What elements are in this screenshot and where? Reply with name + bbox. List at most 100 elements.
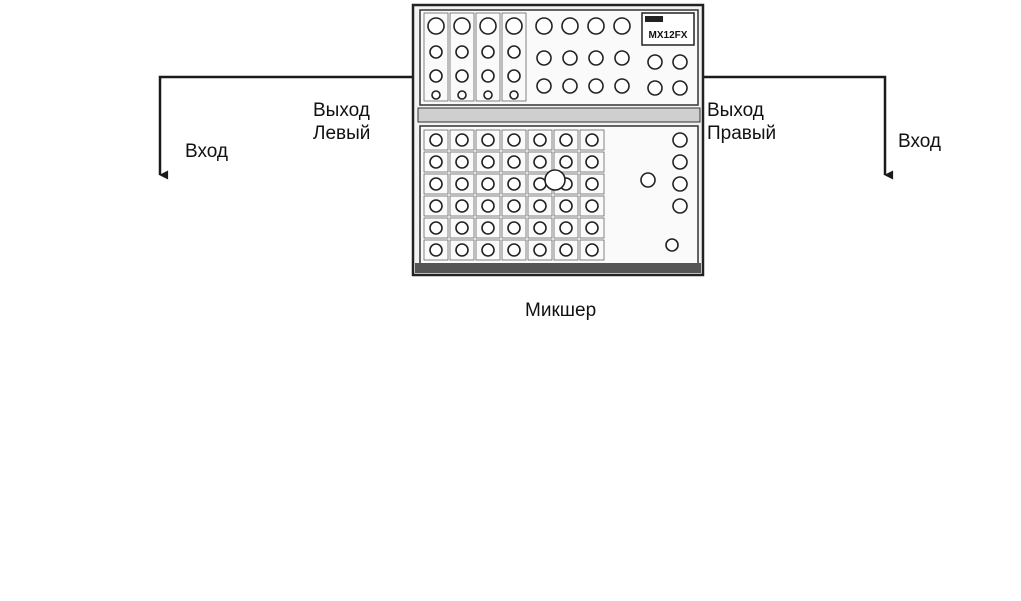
- mixer-knob: [507, 177, 521, 191]
- mixer-cell: [475, 239, 501, 261]
- right-input-label: Вход: [898, 131, 941, 152]
- mixer-knob: [429, 221, 443, 235]
- mixer-knob: [672, 132, 688, 148]
- mixer-knob: [561, 17, 579, 35]
- mixer-knob: [427, 17, 445, 35]
- mixer-cell: [553, 217, 579, 239]
- mixer-cell: [449, 151, 475, 173]
- mixer-knob: [585, 199, 599, 213]
- mixer-knob: [455, 221, 469, 235]
- mixer-knob: [559, 221, 573, 235]
- left-input-label: Вход: [185, 141, 228, 162]
- mixer-cell: [501, 129, 527, 151]
- left-output-line1: Выход: [313, 100, 370, 121]
- left-output-line2: Левый: [313, 123, 371, 144]
- mixer-knob: [533, 221, 547, 235]
- mixer-knob: [481, 133, 495, 147]
- mixer-knob: [647, 80, 663, 96]
- mixer-knob: [672, 176, 688, 192]
- mixer-cell: [501, 173, 527, 195]
- mixer-cell: [579, 173, 605, 195]
- mixer-knob: [533, 177, 547, 191]
- mixer-knob: [672, 80, 688, 96]
- mixer-knob: [588, 50, 604, 66]
- mixer-knob: [536, 78, 552, 94]
- mixer-controls: [423, 12, 688, 261]
- mixer-cell: [501, 151, 527, 173]
- mixer-knob: [429, 199, 443, 213]
- mixer-knob: [429, 155, 443, 169]
- mixer-knob: [429, 177, 443, 191]
- mixer-cell: [579, 217, 605, 239]
- mixer-knob: [507, 155, 521, 169]
- mixer-knob: [429, 69, 443, 83]
- mixer-knob: [585, 243, 599, 257]
- mixer-cell: [579, 151, 605, 173]
- mixer-cell: [475, 12, 501, 102]
- mixer-knob: [672, 54, 688, 70]
- mixer-cell: [501, 239, 527, 261]
- mixer-cell: [423, 173, 449, 195]
- mixer-knob: [559, 243, 573, 257]
- mixer-knob: [614, 50, 630, 66]
- mixer-knob: [483, 90, 493, 100]
- mixer-cell: [475, 195, 501, 217]
- mixer-cell: [553, 129, 579, 151]
- mixer-cell: [501, 217, 527, 239]
- mixer-knob: [507, 221, 521, 235]
- mixer-knob: [509, 90, 519, 100]
- mixer-cell: [501, 195, 527, 217]
- mixer-knob: [481, 243, 495, 257]
- mixer-knob: [533, 133, 547, 147]
- mixer-cell: [475, 129, 501, 151]
- mixer-cell: [501, 12, 527, 102]
- mixer-knob: [585, 133, 599, 147]
- mixer-cell: [423, 239, 449, 261]
- mixer-knob: [647, 54, 663, 70]
- mixer-knob: [588, 78, 604, 94]
- mixer-knob: [481, 199, 495, 213]
- mixer-cell: [475, 151, 501, 173]
- right-output-line2: Правый: [707, 123, 777, 144]
- mixer-knob: [453, 17, 471, 35]
- mixer-knob: [481, 69, 495, 83]
- mixer-cell: [579, 129, 605, 151]
- mixer-knob: [457, 90, 467, 100]
- mixer-cell: [579, 195, 605, 217]
- mixer-knob: [455, 177, 469, 191]
- mixer-cell: [449, 173, 475, 195]
- mixer-cell: [423, 129, 449, 151]
- mixer-knob: [507, 243, 521, 257]
- mixer-knob: [455, 243, 469, 257]
- mixer-cell: [553, 195, 579, 217]
- mixer-cell: [449, 129, 475, 151]
- left-output-label: Выход Левый: [313, 99, 370, 145]
- mixer-knob: [429, 45, 443, 59]
- mixer-cell: [553, 239, 579, 261]
- mixer-knob: [585, 221, 599, 235]
- mixer-knob: [533, 243, 547, 257]
- mixer-knob: [479, 17, 497, 35]
- right-output-label: Выход Правый: [707, 99, 776, 145]
- mixer-cell: [553, 151, 579, 173]
- mixer-knob: [481, 155, 495, 169]
- mixer-knob: [672, 154, 688, 170]
- mixer-knob: [429, 243, 443, 257]
- mixer-knob: [481, 45, 495, 59]
- mixer-knob: [585, 177, 599, 191]
- mixer-cell: [423, 217, 449, 239]
- mixer-cell: [423, 195, 449, 217]
- mixer-knob: [533, 199, 547, 213]
- mixer-knob: [559, 199, 573, 213]
- mixer-label: Микшер: [525, 300, 597, 321]
- mixer-cell: [449, 239, 475, 261]
- mixer-cell: [527, 217, 553, 239]
- mixer-knob: [672, 198, 688, 214]
- mixer-knob: [640, 172, 656, 188]
- mixer-cell: [423, 12, 449, 102]
- mixer-cell: [449, 12, 475, 102]
- mixer-knob: [562, 50, 578, 66]
- mixer-knob: [429, 133, 443, 147]
- mixer-knob: [587, 17, 605, 35]
